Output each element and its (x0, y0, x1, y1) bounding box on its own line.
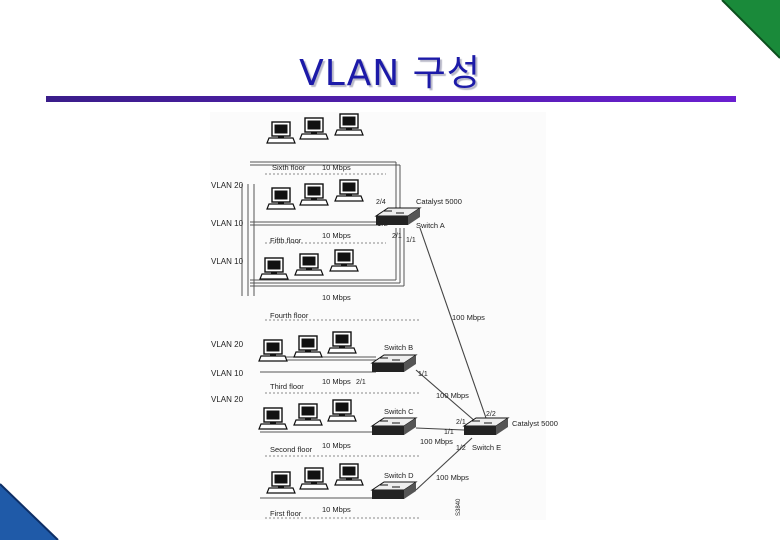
corner-decoration-top-right (721, 0, 780, 59)
vlan-label: VLAN 20 (211, 340, 244, 349)
speed-label: 10 Mbps (322, 231, 351, 240)
speed-label: 100 Mbps (420, 437, 453, 446)
vlan-label: VLAN 20 (211, 395, 244, 404)
switch-d-name: Switch D (384, 471, 414, 480)
speed-label: 100 Mbps (436, 391, 469, 400)
port-label: 2/3 (372, 363, 382, 370)
vlan-label: VLAN 10 (211, 257, 244, 266)
floor-label: Fifth floor (270, 236, 302, 245)
vlan-network-diagram: VLAN 20 VLAN 10 VLAN 10 VLAN 20 VLAN 10 … (210, 112, 558, 520)
speed-label: 100 Mbps (452, 313, 485, 322)
switch-e-name: Switch E (472, 443, 501, 452)
floor-label: Second floor (270, 445, 313, 454)
switch-e-model: Catalyst 5000 (512, 419, 558, 428)
port-label: 1/1 (406, 237, 416, 244)
left-trunk-lines (241, 184, 255, 296)
port-label: 2/2 (378, 221, 388, 228)
speed-label: 10 Mbps (322, 377, 351, 386)
switch-a-name: Switch A (416, 221, 445, 230)
port-label: 1/1 (444, 429, 454, 436)
vlan-label: VLAN 10 (211, 219, 244, 228)
port-label: 2/2 (486, 411, 496, 418)
floor-label: Sixth floor (272, 163, 306, 172)
switch-a-model: Catalyst 5000 (416, 197, 462, 206)
port-label: 1/1 (418, 371, 428, 378)
speed-label: 10 Mbps (322, 505, 351, 514)
floor-label: Fourth floor (270, 311, 309, 320)
page-title: VLAN 구성 (299, 53, 481, 94)
figure-id: S3840 (456, 498, 462, 516)
port-label: 2/1 (456, 419, 466, 426)
speed-label: 10 Mbps (322, 163, 351, 172)
speed-label: 10 Mbps (322, 293, 351, 302)
corner-decoration-bottom-left (0, 483, 59, 540)
port-label: 2/1 (356, 379, 366, 386)
speed-label: 10 Mbps (322, 441, 351, 450)
speed-label: 100 Mbps (436, 473, 469, 482)
switch-b-name: Switch B (384, 343, 413, 352)
floor-label: Third floor (270, 382, 304, 391)
vlan-label: VLAN 20 (211, 181, 244, 190)
floor-separators (265, 173, 420, 519)
port-label: 1/2 (456, 445, 466, 452)
floor-label: First floor (270, 509, 302, 518)
switch-c-icon (371, 417, 417, 436)
title-underline (46, 96, 736, 102)
uplink-lines (415, 227, 487, 491)
switch-e-icon (463, 417, 509, 436)
switch-c-name: Switch C (384, 407, 414, 416)
vlan-label: VLAN 10 (211, 369, 244, 378)
port-label: 2/1 (392, 233, 402, 240)
port-label: 2/4 (376, 199, 386, 206)
switch-d-icon (371, 481, 417, 500)
